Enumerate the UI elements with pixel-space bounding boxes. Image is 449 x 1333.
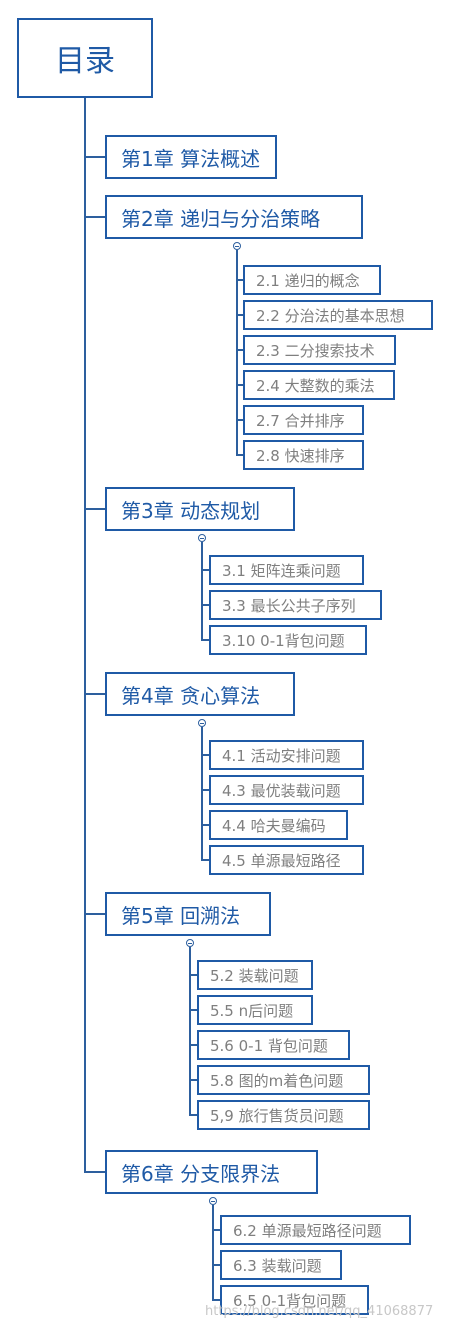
chapter-connector (84, 913, 105, 915)
chapter-connector (84, 216, 105, 218)
section-connector (236, 419, 243, 421)
collapse-icon[interactable] (186, 939, 194, 947)
collapse-icon[interactable] (209, 1197, 217, 1205)
section-label: 5.5 n后问题 (210, 1001, 294, 1020)
section-node[interactable]: 2.7 合并排序 (243, 405, 364, 435)
section-label: 2.4 大整数的乘法 (256, 376, 375, 395)
chapter-connector (84, 508, 105, 510)
collapse-icon[interactable] (198, 719, 206, 727)
chapter-node[interactable]: 第1章 算法概述 (105, 135, 277, 179)
section-label: 2.2 分治法的基本思想 (256, 306, 405, 325)
section-node[interactable]: 5.8 图的m着色问题 (197, 1065, 370, 1095)
chapter-label: 第2章 递归与分治策略 (121, 206, 321, 231)
section-label: 5.8 图的m着色问题 (210, 1071, 344, 1090)
section-connector (189, 1009, 197, 1011)
section-connector (236, 349, 243, 351)
section-node[interactable]: 2.1 递归的概念 (243, 265, 381, 295)
section-label: 2.1 递归的概念 (256, 271, 360, 290)
chapter-connector (84, 156, 105, 158)
section-connector (189, 1079, 197, 1081)
collapse-icon[interactable] (198, 534, 206, 542)
section-label: 2.8 快速排序 (256, 446, 345, 465)
section-connector (201, 604, 209, 606)
section-branch-connector (201, 727, 203, 860)
section-branch-connector (236, 250, 238, 455)
chapter-connector (84, 693, 105, 695)
chapter-node[interactable]: 第3章 动态规划 (105, 487, 295, 531)
root-node[interactable]: 目录 (17, 18, 153, 98)
section-connector (201, 789, 209, 791)
chapter-label: 第4章 贪心算法 (121, 683, 261, 708)
section-connector (201, 824, 209, 826)
section-node[interactable]: 2.3 二分搜索技术 (243, 335, 396, 365)
section-node[interactable]: 6.5 0-1背包问题 (220, 1285, 369, 1315)
section-node[interactable]: 6.2 单源最短路径问题 (220, 1215, 411, 1245)
chapter-label: 第5章 回溯法 (121, 903, 241, 928)
section-node[interactable]: 5.2 装载问题 (197, 960, 313, 990)
section-node[interactable]: 5,9 旅行售货员问题 (197, 1100, 370, 1130)
section-connector (201, 859, 209, 861)
collapse-icon[interactable] (233, 242, 241, 250)
section-connector (189, 1044, 197, 1046)
section-node[interactable]: 4.4 哈夫曼编码 (209, 810, 348, 840)
section-label: 4.4 哈夫曼编码 (222, 816, 326, 835)
watermark: https://blog.csdn.net/qq_41068877 (205, 1304, 434, 1319)
section-node[interactable]: 4.3 最优装载问题 (209, 775, 364, 805)
chapter-label: 第1章 算法概述 (121, 146, 261, 171)
section-node[interactable]: 2.4 大整数的乘法 (243, 370, 395, 400)
section-label: 6.5 0-1背包问题 (233, 1291, 347, 1310)
root-label: 目录 (55, 44, 115, 79)
chapter-connector (84, 1171, 105, 1173)
section-label: 5.2 装载问题 (210, 966, 299, 985)
section-label: 3.10 0-1背包问题 (222, 631, 345, 650)
section-node[interactable]: 6.3 装载问题 (220, 1250, 342, 1280)
section-connector (201, 754, 209, 756)
section-label: 6.2 单源最短路径问题 (233, 1221, 382, 1240)
section-connector (201, 569, 209, 571)
section-branch-connector (212, 1205, 214, 1300)
section-label: 6.3 装载问题 (233, 1256, 322, 1275)
section-label: 3.3 最长公共子序列 (222, 596, 356, 615)
section-connector (201, 639, 209, 641)
section-label: 2.7 合并排序 (256, 411, 345, 430)
chapter-node[interactable]: 第5章 回溯法 (105, 892, 271, 936)
chapter-node[interactable]: 第2章 递归与分治策略 (105, 195, 363, 239)
section-node[interactable]: 3.3 最长公共子序列 (209, 590, 382, 620)
section-node[interactable]: 3.10 0-1背包问题 (209, 625, 367, 655)
chapter-label: 第3章 动态规划 (121, 498, 261, 523)
chapter-label: 第6章 分支限界法 (121, 1161, 281, 1186)
section-node[interactable]: 5.5 n后问题 (197, 995, 313, 1025)
section-connector (189, 974, 197, 976)
chapter-node[interactable]: 第4章 贪心算法 (105, 672, 295, 716)
section-label: 4.3 最优装载问题 (222, 781, 341, 800)
trunk-connector (84, 98, 86, 1172)
section-branch-connector (201, 542, 203, 640)
section-label: 4.1 活动安排问题 (222, 746, 341, 765)
section-node[interactable]: 5.6 0-1 背包问题 (197, 1030, 350, 1060)
section-node[interactable]: 3.1 矩阵连乘问题 (209, 555, 364, 585)
section-connector (212, 1299, 220, 1301)
section-connector (236, 314, 243, 316)
section-label: 4.5 单源最短路径 (222, 851, 341, 870)
section-connector (212, 1229, 220, 1231)
section-node[interactable]: 4.1 活动安排问题 (209, 740, 364, 770)
section-node[interactable]: 2.8 快速排序 (243, 440, 364, 470)
section-connector (189, 1114, 197, 1116)
section-node[interactable]: 4.5 单源最短路径 (209, 845, 364, 875)
section-connector (236, 384, 243, 386)
section-branch-connector (189, 947, 191, 1115)
section-label: 2.3 二分搜索技术 (256, 341, 375, 360)
section-connector (212, 1264, 220, 1266)
section-label: 5,9 旅行售货员问题 (210, 1106, 344, 1125)
section-label: 3.1 矩阵连乘问题 (222, 561, 341, 580)
section-label: 5.6 0-1 背包问题 (210, 1036, 328, 1055)
section-connector (236, 454, 243, 456)
section-connector (236, 279, 243, 281)
chapter-node[interactable]: 第6章 分支限界法 (105, 1150, 318, 1194)
section-node[interactable]: 2.2 分治法的基本思想 (243, 300, 433, 330)
